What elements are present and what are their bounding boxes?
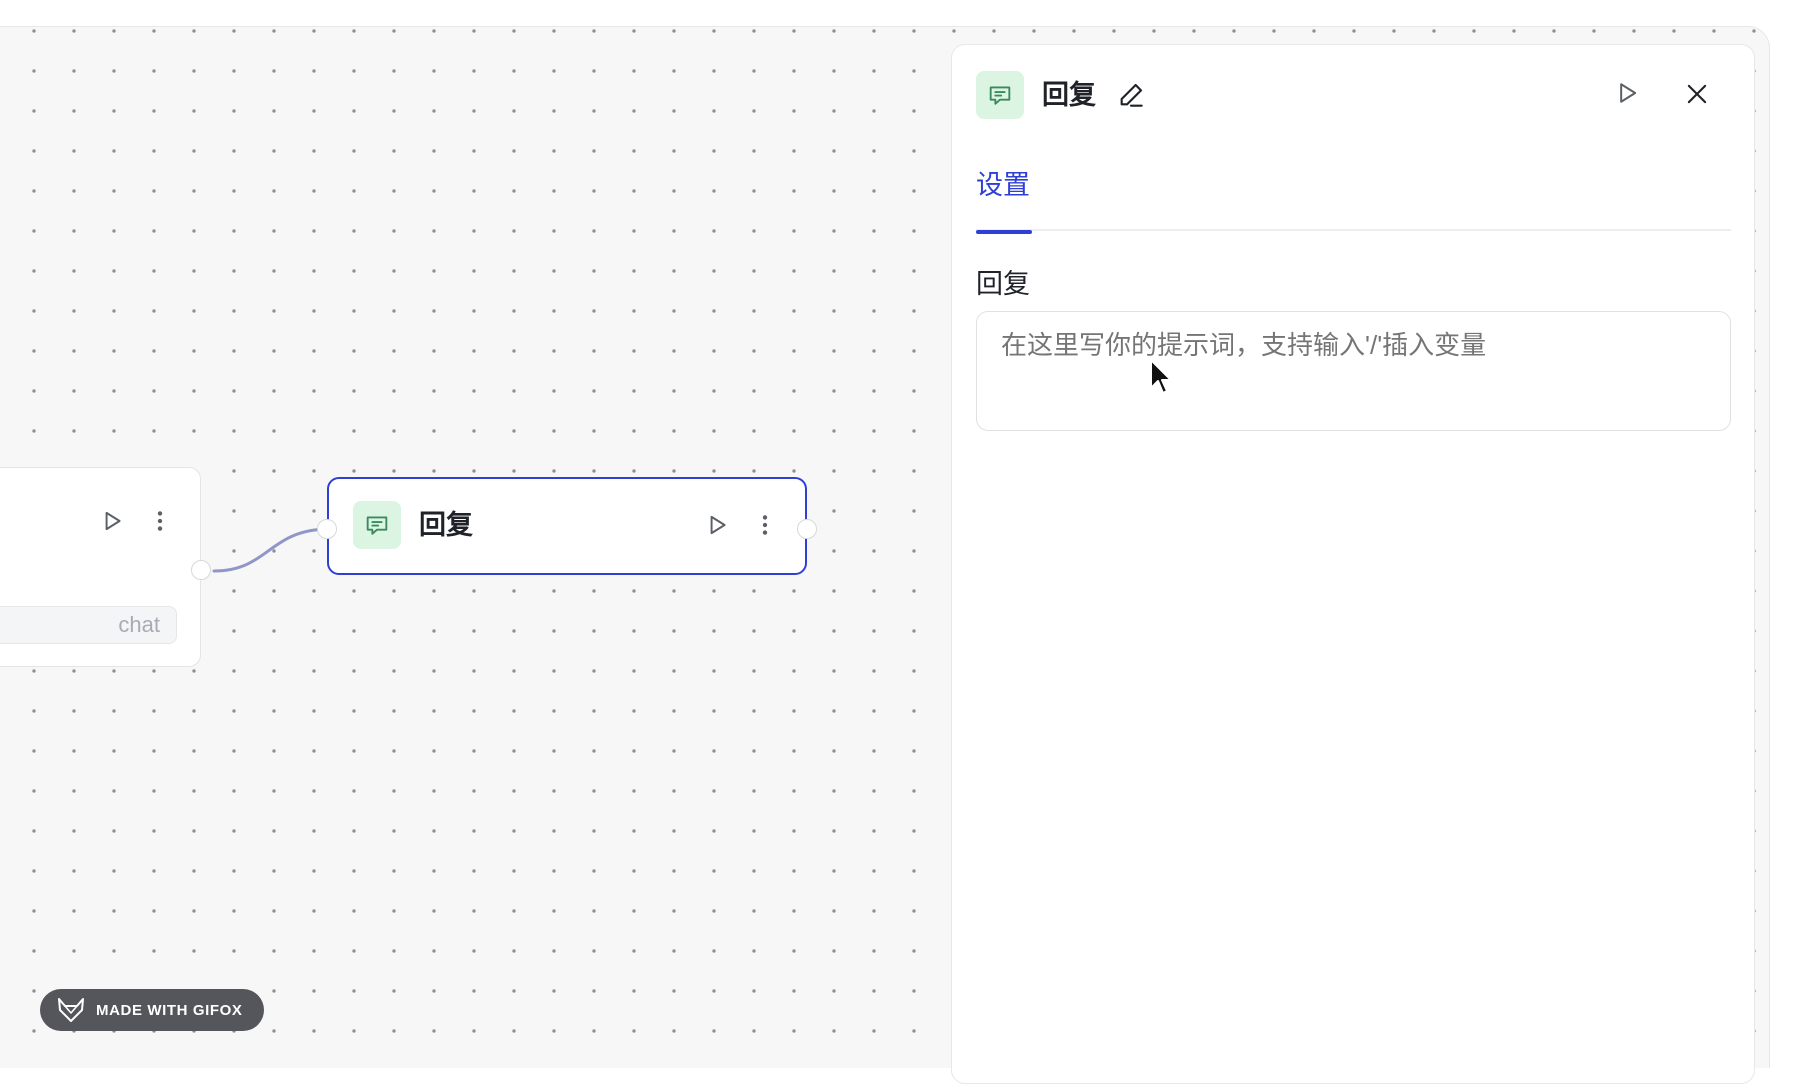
- run-icon[interactable]: [1613, 79, 1641, 107]
- tab-settings-label: 设置: [976, 170, 1030, 200]
- more-vertical-icon[interactable]: [147, 508, 173, 534]
- node-settings-panel: 回复 设置 回复: [951, 44, 1755, 1084]
- fox-icon: [58, 998, 84, 1022]
- output-port[interactable]: [191, 560, 211, 580]
- reply-field-label: 回复: [976, 269, 1030, 299]
- gifox-badge: MADE WITH GIFOX: [40, 989, 264, 1031]
- more-vertical-icon[interactable]: [752, 512, 778, 538]
- input-port[interactable]: [317, 519, 337, 539]
- node-title: 回复: [419, 510, 473, 540]
- output-variable-tag: chat: [0, 606, 177, 644]
- close-icon[interactable]: [1682, 79, 1712, 109]
- panel-title: 回复: [1042, 80, 1096, 110]
- message-square-icon: [976, 71, 1024, 119]
- edit-icon[interactable]: [1115, 79, 1147, 111]
- reply-prompt-input[interactable]: [976, 311, 1731, 431]
- panel-tabs: 设置: [976, 161, 1731, 234]
- workflow-node-start[interactable]: chat: [0, 467, 201, 667]
- run-icon[interactable]: [704, 512, 730, 538]
- active-tab-indicator: [976, 230, 1032, 234]
- tab-settings[interactable]: 设置: [976, 161, 1032, 234]
- badge-label: MADE WITH GIFOX: [96, 1001, 243, 1019]
- output-port[interactable]: [797, 519, 817, 539]
- run-icon[interactable]: [99, 508, 125, 534]
- workflow-node-reply[interactable]: 回复: [327, 477, 807, 575]
- message-square-icon: [353, 501, 401, 549]
